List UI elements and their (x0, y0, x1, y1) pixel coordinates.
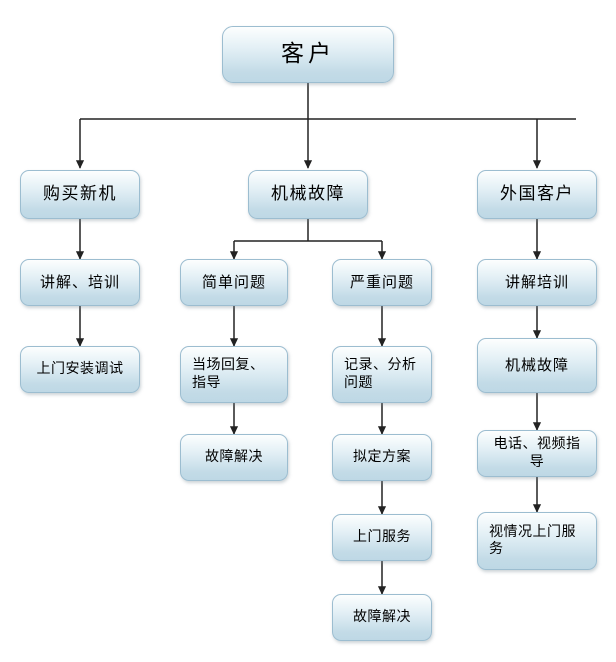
node-mechanical-fault-foreign[interactable]: 机械故障 (477, 338, 597, 393)
node-mechanical-fault-foreign-label: 机械故障 (504, 356, 569, 375)
node-severe-problem-label: 严重问题 (349, 273, 414, 292)
node-mechanical-fault-label: 机械故障 (271, 184, 345, 205)
node-fault-resolved-simple[interactable]: 故障解决 (180, 434, 288, 481)
node-onsite-reply-guidance-label: 当场回复、指导 (192, 357, 265, 391)
node-record-analyze-problem-label: 记录、分析问题 (344, 357, 417, 391)
node-explain-training[interactable]: 讲解、培训 (20, 259, 140, 306)
node-phone-video-guidance[interactable]: 电话、视频指导 (477, 430, 597, 477)
node-foreign-customer[interactable]: 外国客户 (477, 170, 597, 219)
node-severe-problem[interactable]: 严重问题 (332, 259, 432, 306)
node-onsite-install-debug[interactable]: 上门安装调试 (20, 346, 140, 393)
node-fault-resolved-severe-label: 故障解决 (353, 608, 411, 625)
node-buy-new-machine-label: 购买新机 (43, 184, 117, 205)
node-onsite-if-needed[interactable]: 视情况上门服务 (477, 512, 597, 570)
node-simple-problem[interactable]: 简单问题 (180, 259, 288, 306)
node-onsite-service-label: 上门服务 (353, 528, 411, 545)
node-record-analyze-problem[interactable]: 记录、分析问题 (332, 346, 432, 403)
node-draft-plan-label: 拟定方案 (353, 448, 411, 465)
node-simple-problem-label: 简单问题 (201, 273, 266, 292)
node-customer-label: 客户 (281, 41, 335, 68)
node-explain-training-label: 讲解、培训 (39, 273, 120, 292)
node-onsite-install-debug-label: 上门安装调试 (36, 360, 124, 377)
node-draft-plan[interactable]: 拟定方案 (332, 434, 432, 481)
node-foreign-customer-label: 外国客户 (500, 184, 574, 205)
node-fault-resolved-severe[interactable]: 故障解决 (332, 594, 432, 641)
node-customer[interactable]: 客户 (222, 26, 394, 83)
node-onsite-if-needed-label: 视情况上门服务 (489, 523, 576, 557)
node-explain-training-foreign-label: 讲解培训 (504, 273, 569, 292)
node-onsite-service[interactable]: 上门服务 (332, 514, 432, 561)
node-phone-video-guidance-label: 电话、视频指导 (493, 436, 581, 470)
node-buy-new-machine[interactable]: 购买新机 (20, 170, 140, 219)
node-explain-training-foreign[interactable]: 讲解培训 (477, 259, 597, 306)
node-onsite-reply-guidance[interactable]: 当场回复、指导 (180, 346, 288, 403)
node-fault-resolved-simple-label: 故障解决 (205, 448, 263, 465)
node-mechanical-fault[interactable]: 机械故障 (248, 170, 368, 219)
